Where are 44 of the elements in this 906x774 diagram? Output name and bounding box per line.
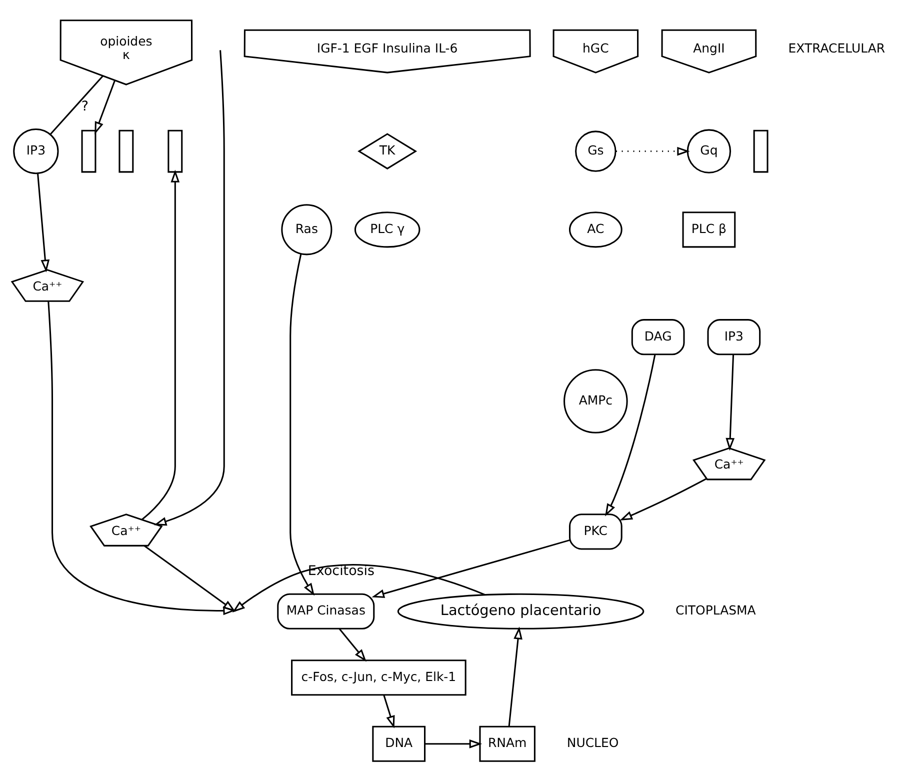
arrow	[36, 172, 50, 272]
label: NUCLEO	[566, 734, 619, 750]
node-box: RNAm	[479, 725, 536, 762]
arrow	[383, 694, 395, 728]
edge-label: Exocitosis	[308, 564, 375, 579]
arrow	[144, 544, 236, 615]
node-box: DAG	[631, 318, 685, 355]
node-box: PKC	[568, 513, 622, 550]
node-bar	[753, 129, 768, 172]
arrow	[94, 80, 116, 134]
label: CITOPLASMA	[676, 602, 756, 618]
node-box: IP3	[707, 318, 761, 355]
node-circle: AMPc	[564, 368, 628, 433]
arrow	[605, 354, 656, 516]
label: EXTRACELULAR	[788, 40, 886, 55]
connector	[50, 74, 104, 135]
arrow	[232, 564, 486, 612]
arrow	[154, 50, 225, 526]
arrow	[141, 169, 180, 520]
arrow	[508, 626, 522, 726]
node-circle: Gs	[575, 130, 616, 172]
node-circle: Ras	[281, 204, 332, 255]
node-box: DNA	[372, 725, 426, 762]
node-diamond: TK	[358, 132, 418, 169]
arrow	[48, 300, 236, 615]
node-ellipse: AC	[568, 211, 622, 248]
arrow	[290, 253, 315, 596]
edge-label: ?	[81, 98, 88, 114]
node-bar	[168, 129, 183, 172]
arrow	[425, 738, 482, 748]
node-circle: IP3	[13, 128, 59, 174]
node-box: MAP Cinasas	[277, 592, 375, 629]
node-box: c-Fos, c-Jun, c-Myc, Elk-1	[291, 659, 466, 696]
node-ellipse: Lactógeno placentario	[397, 592, 644, 629]
node-circle: Gq	[686, 128, 732, 173]
arrow	[372, 538, 570, 598]
node-box: PLC β	[682, 211, 736, 248]
node-bar	[118, 129, 134, 172]
node-bar	[81, 129, 96, 172]
arrow	[620, 478, 707, 520]
node-ellipse: PLC γ	[354, 211, 420, 248]
arrow	[726, 354, 735, 450]
arrow	[616, 146, 690, 156]
arrow	[338, 628, 366, 662]
